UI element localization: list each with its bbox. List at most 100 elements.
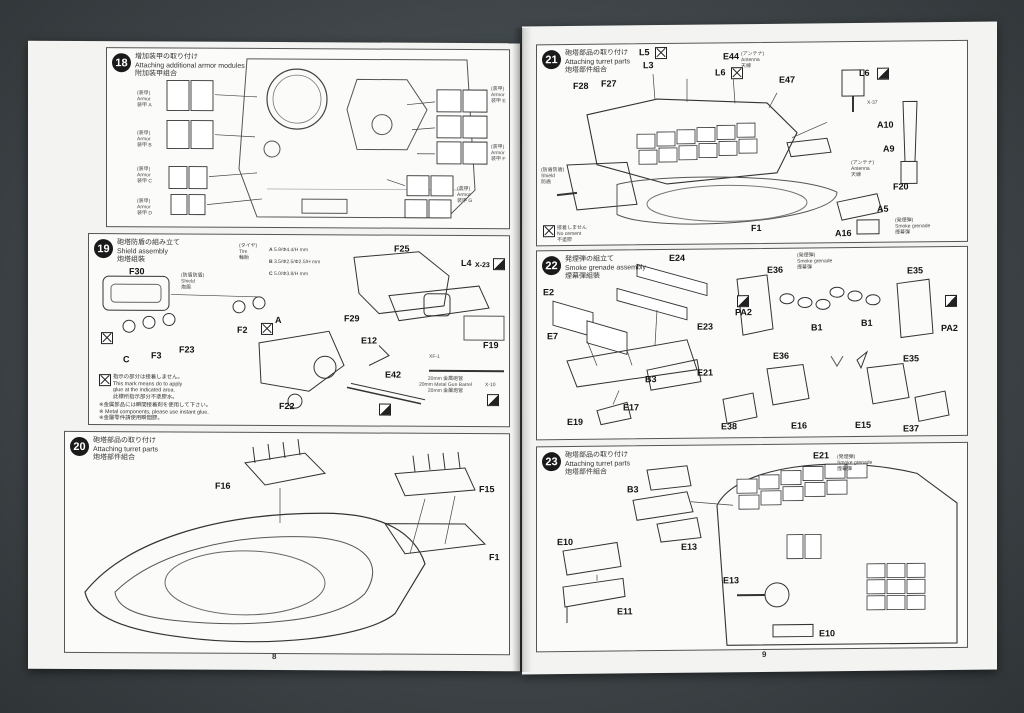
step-22-panel: 22 発煙弾の組立て Smoke grenade assembly 煙幕彈組裝 …	[536, 245, 968, 441]
part-label: E47	[779, 74, 796, 85]
part-label: E23	[697, 321, 714, 332]
step-20-header: 20 砲塔部品の取り付け Attaching turret parts 炮塔部件…	[70, 436, 158, 463]
part-label: E44	[723, 51, 740, 62]
step-title: 発煙弾の組立て Smoke grenade assembly 煙幕彈組裝	[565, 255, 646, 281]
glue-icon	[379, 403, 391, 416]
part-label: A5	[877, 203, 889, 214]
barrel-code-2: X-10	[485, 382, 496, 389]
glue-icon	[493, 258, 505, 271]
part-label: F20	[893, 181, 909, 192]
part-label: E21	[813, 450, 830, 461]
part-label: F30	[129, 266, 145, 277]
part-label: A10	[877, 119, 894, 130]
step-number-badge: 22	[542, 256, 561, 276]
step-19-drawing	[89, 234, 509, 426]
part-label: E36	[773, 350, 790, 361]
part-label: F3	[151, 350, 162, 361]
step-19-panel: 19 砲塔防盾の組み立て Shield assembly 炮塔组裝 (タイヤ)T…	[88, 233, 510, 428]
part-label: E16	[791, 420, 808, 431]
glue-icon	[737, 295, 749, 308]
part-label: E15	[855, 419, 872, 430]
part-label: E36	[767, 264, 784, 275]
step-18-drawing	[107, 48, 509, 228]
step-19-header: 19 砲塔防盾の組み立て Shield assembly 炮塔组裝	[94, 239, 180, 265]
step-number-badge: 18	[112, 53, 131, 73]
part-label: B3	[627, 484, 639, 495]
book-spine-shadow	[512, 28, 532, 672]
part-label: E38	[721, 421, 738, 432]
glue-icon	[487, 394, 499, 407]
part-label: L3	[643, 60, 654, 71]
barrel-code: XF-1	[429, 353, 440, 360]
step-23-header: 23 砲塔部品の取り付け Attaching turret parts 炮塔部件…	[542, 451, 630, 477]
step-number-badge: 21	[542, 50, 561, 70]
part-label: F19	[483, 340, 499, 351]
part-label: E11	[617, 606, 633, 617]
part-label: PA2	[735, 307, 752, 318]
cement-note: 指示の部分は接着しません。 This mark means do to appl…	[113, 374, 183, 401]
tire-size-row: A 5.9/Φ4.4/H mm	[269, 246, 309, 254]
part-label: L6	[715, 67, 726, 78]
part-label: E13	[681, 541, 698, 552]
step-21-header: 21 砲塔部品の取り付け Attaching turret parts 炮塔部件…	[542, 49, 630, 75]
step-23-drawing	[537, 443, 967, 652]
step-number-badge: 19	[94, 239, 113, 259]
step-title: 砲塔部品の取り付け Attaching turret parts 炮塔部件組合	[565, 49, 630, 75]
part-label: E7	[547, 331, 559, 342]
part-label: F25	[394, 243, 410, 254]
tire-size-row: B 3.5/Φ2.5/Φ2.5/H mm	[269, 258, 321, 266]
part-label: B3	[645, 374, 657, 385]
part-label: F27	[601, 78, 617, 89]
part-label: E35	[907, 265, 924, 276]
step-number-badge: 20	[70, 436, 89, 457]
part-label: F29	[344, 313, 360, 324]
part-label: E17	[623, 402, 640, 413]
part-label: F16	[215, 480, 231, 491]
step-title: 砲塔防盾の組み立て Shield assembly 炮塔组裝	[117, 239, 180, 264]
part-label: L4	[461, 257, 472, 269]
part-label: F23	[179, 344, 195, 355]
part-label: E10	[819, 628, 836, 639]
manual-page-left: 18 增加装甲の取り付け Attaching additional armor …	[28, 40, 520, 672]
part-label: E13	[723, 575, 740, 586]
step-title: 砲塔部品の取り付け Attaching turret parts 炮塔部件組合	[93, 437, 158, 462]
part-label: A9	[883, 143, 895, 154]
part-label: L5	[639, 47, 650, 58]
step-20-drawing	[65, 432, 509, 654]
step-number-badge: 23	[542, 452, 561, 472]
no-cement-icon	[261, 322, 273, 335]
manual-page-right: 21 砲塔部品の取り付け Attaching turret parts 炮塔部件…	[522, 21, 997, 675]
step-23-panel: 23 砲塔部品の取り付け Attaching turret parts 炮塔部件…	[536, 441, 968, 653]
part-label: A16	[835, 228, 852, 239]
part-label: E12	[361, 335, 378, 346]
part-label: E35	[903, 353, 920, 364]
part-label: E24	[669, 252, 686, 263]
part-label: E19	[567, 416, 584, 428]
page-number-right: 9	[762, 649, 767, 659]
part-label: F15	[479, 484, 495, 495]
no-cement-icon	[99, 374, 111, 387]
part-label: E42	[385, 369, 402, 380]
tire-size-row: C 5.0/Φ3.8/H mm	[269, 270, 309, 278]
part-label: PA2	[941, 322, 958, 334]
step-21-drawing	[537, 41, 967, 246]
part-label: B1	[811, 322, 823, 333]
part-label: B1	[861, 317, 873, 328]
part-label: X-37	[867, 99, 878, 106]
